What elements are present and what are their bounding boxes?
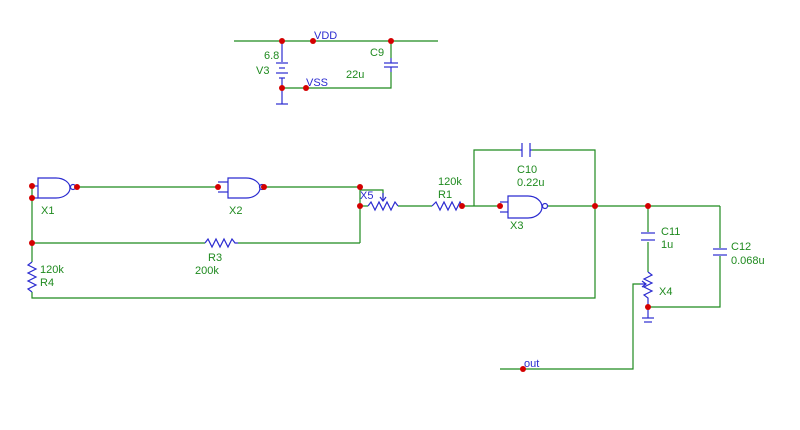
bottom-return-wire[interactable] — [31, 205, 596, 299]
x5-potentiometer-symbol[interactable] — [367, 193, 399, 212]
node-x3-out — [592, 203, 598, 209]
node-r1-right — [459, 203, 465, 209]
c12-ref-label: C12 — [731, 241, 751, 253]
c11-ref-label: C11 — [661, 226, 680, 238]
c10-ref-label: C10 — [517, 164, 537, 176]
c11-capacitor-symbol[interactable] — [641, 232, 655, 241]
c9-capacitor-symbol[interactable] — [384, 58, 398, 72]
vss-rail[interactable] — [282, 72, 392, 89]
r3-ref-label: R3 — [208, 252, 222, 264]
c9-ref-label: C9 — [370, 47, 384, 59]
c9-value-label: 22u — [346, 69, 364, 81]
c11-value-label: 1u — [661, 239, 673, 251]
node-vss-label — [303, 85, 309, 91]
x4-potentiometer-symbol[interactable] — [640, 271, 654, 318]
v3-battery-symbol[interactable] — [276, 62, 288, 79]
vss-net-label: VSS — [306, 77, 328, 89]
node-x5-left — [357, 203, 363, 209]
node-vdd-v3 — [279, 38, 285, 44]
x5-ref-label: X5 — [360, 190, 373, 202]
node-x3-in — [497, 203, 503, 209]
node-c11-top — [645, 203, 651, 209]
x2-nand-gate[interactable] — [218, 177, 266, 199]
node-vdd-c9 — [388, 38, 394, 44]
out-net-label: out — [524, 358, 539, 370]
r4-ref-label: R4 — [40, 277, 54, 289]
ground-symbol-v3 — [276, 100, 288, 105]
node-x5-top — [357, 184, 363, 190]
c10-left-wire[interactable] — [473, 149, 520, 206]
node-x2-out — [261, 184, 267, 190]
c10-capacitor-symbol[interactable] — [520, 143, 532, 157]
r1-ref-label: R1 — [438, 189, 452, 201]
out-wire[interactable] — [500, 283, 640, 370]
x3-ref-label: X3 — [510, 220, 523, 232]
c10-right-wire[interactable] — [532, 149, 596, 206]
r1-resistor-symbol[interactable] — [431, 200, 463, 212]
node-x1-out — [74, 184, 80, 190]
c12-capacitor-symbol[interactable] — [713, 248, 727, 256]
c12-value-label: 0.068u — [731, 255, 765, 267]
node-x2-in — [215, 184, 221, 190]
node-vdd-label — [310, 38, 316, 44]
vdd-net-label: VDD — [314, 30, 337, 42]
x4-ref-label: X4 — [659, 286, 672, 298]
v3-ref-label: V3 — [256, 65, 269, 77]
c12-bottom-wire[interactable] — [648, 256, 721, 308]
node-vss-v3 — [279, 85, 285, 91]
x1-ref-label: X1 — [41, 205, 54, 217]
r1-value-label: 120k — [438, 176, 462, 188]
r4-resistor-symbol[interactable] — [26, 261, 38, 293]
node-r4-top — [29, 240, 35, 246]
x1-nand-gate[interactable] — [32, 177, 77, 199]
r4-value-label: 120k — [40, 264, 64, 276]
node-x1-in-a — [29, 183, 35, 189]
ground-symbol-x4 — [642, 317, 654, 323]
v3-value-label: 6.8 — [264, 50, 279, 62]
node-x4-bottom — [645, 304, 651, 310]
c10-value-label: 0.22u — [517, 177, 545, 189]
x2-ref-label: X2 — [229, 205, 242, 217]
node-x1-in-b — [29, 195, 35, 201]
node-out — [520, 366, 526, 372]
x3-nand-gate[interactable] — [500, 195, 549, 219]
r3-resistor-symbol[interactable] — [204, 237, 238, 249]
r3-value-label: 200k — [195, 265, 219, 277]
power-supply-section: VDD VSS 6.8 V3 C9 22u — [234, 30, 438, 105]
oscillator-section: X1 X2 X3 X4 X5 120k R1 R3 200k 120k R4 C… — [26, 143, 765, 372]
